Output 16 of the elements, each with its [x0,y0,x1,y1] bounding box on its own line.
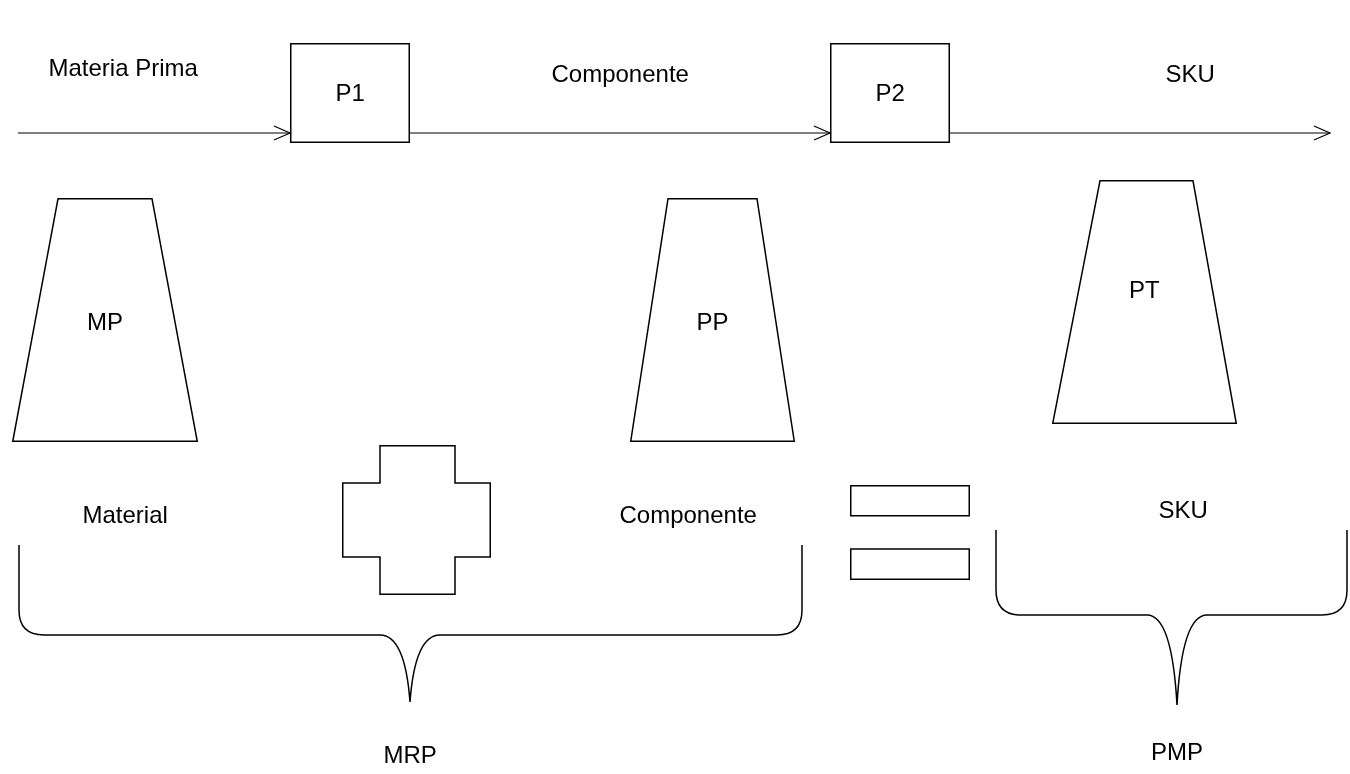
node-label: P2 [875,79,905,107]
node-label: P1 [335,79,365,107]
arrow [949,125,1331,141]
edge-label: SKU [1165,60,1215,88]
node-label: Componente [619,501,757,529]
node-label: PP [696,308,729,336]
brace-label: MRP [383,741,437,769]
node-label: Material [82,501,168,529]
brace-label: PMP [1151,738,1203,766]
arrow [409,125,831,141]
node-label: SKU [1158,496,1208,524]
edge-label: Componente [551,60,689,88]
node-label: MP [87,308,123,336]
node-label: PT [1129,276,1160,304]
edge-label: Materia Prima [48,54,198,82]
arrow [17,125,291,141]
